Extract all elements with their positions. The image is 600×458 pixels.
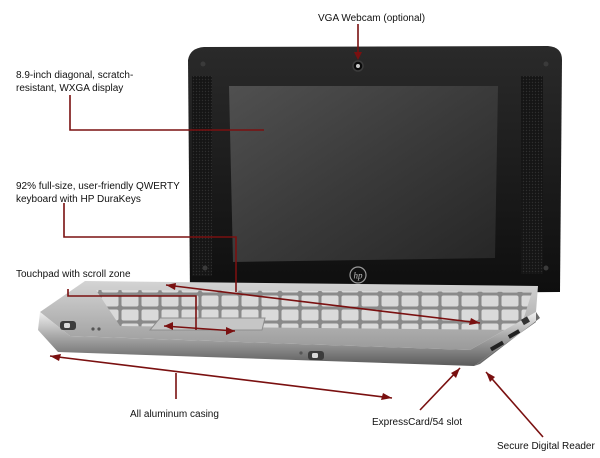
keyboard-annotation: 92% full-size, user-friendly QWERTY keyb… bbox=[16, 180, 180, 206]
keyboard-callout bbox=[63, 203, 237, 292]
touchpad-callout bbox=[67, 289, 197, 330]
callout-arrowheads bbox=[50, 52, 495, 400]
sd-card-slot bbox=[507, 329, 521, 339]
expresscard-slot bbox=[489, 340, 505, 352]
sd-reader-annotation: Secure Digital Reader bbox=[497, 441, 595, 452]
display-annotation-line1: 8.9-inch diagonal, scratch- bbox=[16, 70, 134, 81]
display-annotation: 8.9-inch diagonal, scratch- resistant, W… bbox=[16, 69, 133, 95]
hp-logo bbox=[349, 266, 367, 284]
casing-annotation: All aluminum casing bbox=[130, 409, 219, 420]
hp-logo-text: hp bbox=[354, 271, 364, 281]
right-speaker-grille bbox=[521, 76, 543, 274]
touchpad-annotation: Touchpad with scroll zone bbox=[16, 269, 131, 280]
expresscard-annotation: ExpressCard/54 slot bbox=[372, 417, 463, 428]
display-screen bbox=[229, 86, 498, 262]
aluminum-casing-front bbox=[38, 312, 536, 366]
keyboard-annotation-line2: keyboard with HP DuraKeys bbox=[16, 194, 141, 205]
left-speaker-grille bbox=[192, 76, 212, 276]
display-annotation-line2: resistant, WXGA display bbox=[16, 83, 124, 94]
touchpad bbox=[148, 317, 266, 331]
casing-callout bbox=[49, 355, 393, 399]
callout-lines bbox=[49, 24, 544, 438]
keyboard-annotation-line1: 92% full-size, user-friendly QWERTY bbox=[16, 181, 180, 192]
webcam-annotation: VGA Webcam (optional) bbox=[318, 13, 426, 24]
display-callout bbox=[69, 95, 264, 131]
sd-reader-callout bbox=[485, 371, 544, 438]
